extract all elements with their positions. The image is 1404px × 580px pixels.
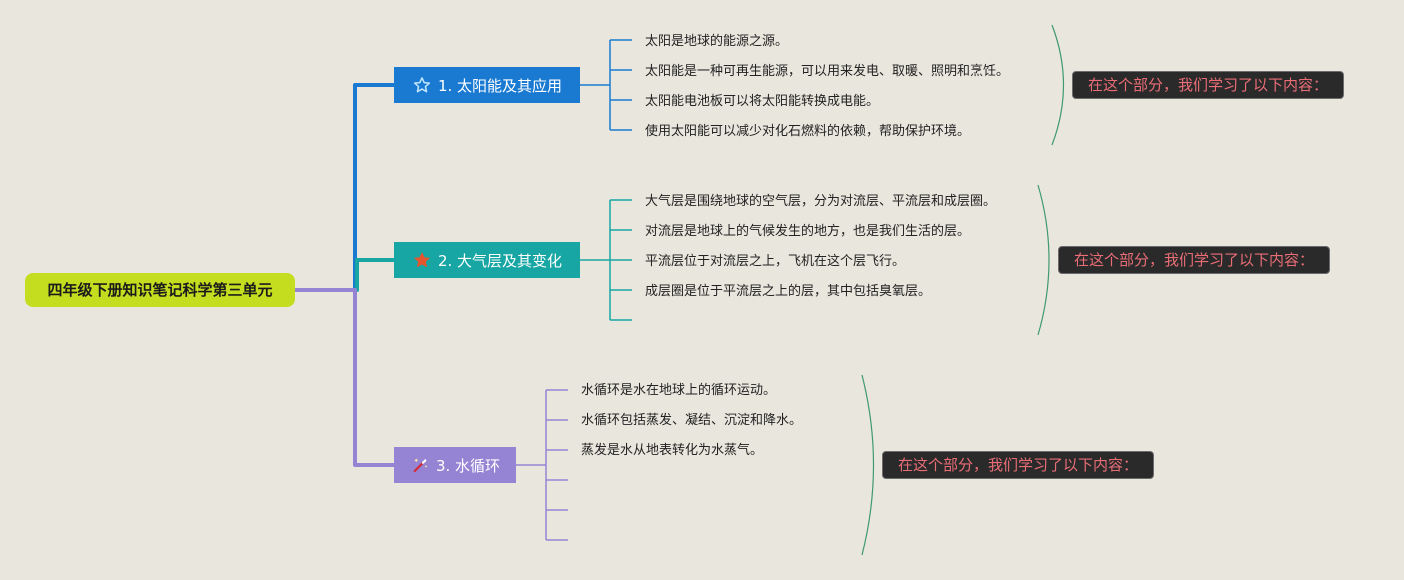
leaf-item[interactable]: 太阳能电池板可以将太阳能转换成电能。 <box>645 94 880 109</box>
leaf-item[interactable]: 使用太阳能可以减少对化石燃料的依赖，帮助保护环境。 <box>645 124 971 139</box>
leaf-item[interactable]: 平流层位于对流层之上，飞机在这个层飞行。 <box>645 254 906 269</box>
branch-solar-energy[interactable]: 1. 太阳能及其应用 <box>394 67 580 103</box>
summary-box[interactable]: 在这个部分，我们学习了以下内容： <box>1058 246 1331 274</box>
leaf-item[interactable]: 太阳是地球的能源之源。 <box>645 34 789 49</box>
branch-atmosphere[interactable]: 2. 大气层及其变化 <box>394 242 580 278</box>
branch-label: 3. 水循环 <box>435 456 501 475</box>
leaf-item[interactable]: 蒸发是水从地表转化为水蒸气。 <box>581 443 764 458</box>
summary-bracket <box>1037 184 1050 336</box>
summary-bracket <box>1051 24 1065 146</box>
branch-label: 1. 太阳能及其应用 <box>437 76 563 95</box>
branch-connector <box>295 258 394 292</box>
leaf-item[interactable]: 水循环包括蒸发、凝结、沉淀和降水。 <box>581 413 803 428</box>
star-filled-icon <box>412 250 432 270</box>
leaf-item[interactable]: 大气层是围绕地球的空气层，分为对流层、平流层和成层圈。 <box>645 194 997 209</box>
root-topic[interactable]: 四年级下册知识笔记科学第三单元 <box>25 273 295 307</box>
leaf-item[interactable]: 对流层是地球上的气候发生的地方，也是我们生活的层。 <box>645 224 971 239</box>
branch-connector <box>295 288 394 467</box>
summary-box[interactable]: 在这个部分，我们学习了以下内容： <box>882 451 1155 479</box>
leaf-item[interactable]: 水循环是水在地球上的循环运动。 <box>581 383 777 398</box>
magic-wand-icon <box>410 455 430 475</box>
summary-bracket <box>861 374 875 556</box>
leaf-item[interactable]: 太阳能是一种可再生能源，可以用来发电、取暖、照明和烹饪。 <box>645 64 1010 79</box>
branch-water-cycle[interactable]: 3. 水循环 <box>394 447 516 483</box>
summary-box[interactable]: 在这个部分，我们学习了以下内容： <box>1072 71 1345 99</box>
leaf-item[interactable]: 成层圈是位于平流层之上的层，其中包括臭氧层。 <box>645 284 932 299</box>
branch-label: 2. 大气层及其变化 <box>437 251 563 270</box>
star-outline-icon <box>412 75 432 95</box>
